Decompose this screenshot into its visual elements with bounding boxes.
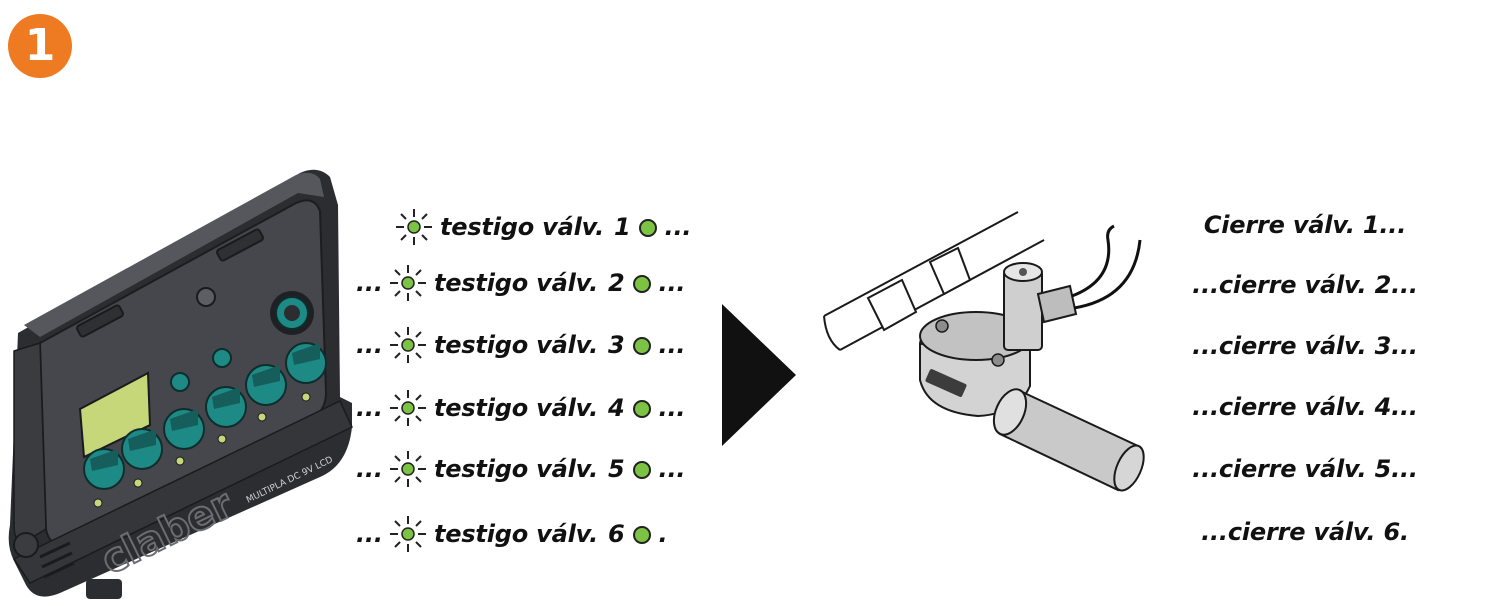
led-suffix: ... [658, 455, 686, 483]
green-led-icon [632, 461, 651, 479]
led-suffix: . [658, 520, 668, 548]
led-prefix: ... [356, 455, 383, 483]
blinking-light-icon [390, 516, 426, 552]
led-text: testigo válv. [434, 269, 599, 297]
led-text: testigo válv. [440, 213, 605, 241]
green-led-icon [632, 400, 651, 418]
led-suffix: ... [658, 269, 686, 297]
valve-number: 5 [608, 455, 625, 483]
led-suffix: ... [658, 331, 686, 359]
valve-number: 1 [614, 213, 631, 241]
right-arrow-icon [722, 304, 796, 446]
led-row: ... testigo válv. 5 ... [356, 449, 685, 489]
close-row: ...cierre válv. 2... [1192, 271, 1418, 299]
led-prefix: ... [356, 520, 383, 548]
led-row: ... testigo válv. 3 ... [356, 325, 685, 365]
close-row: ...cierre válv. 3... [1192, 332, 1418, 360]
led-suffix: ... [664, 213, 692, 241]
led-row: testigo válv. 1 ... [362, 207, 691, 247]
led-row: ... testigo válv. 4 ... [356, 388, 685, 428]
green-led-icon [632, 337, 651, 355]
valve-number: 2 [608, 269, 625, 297]
valve-number: 3 [608, 331, 625, 359]
green-led-icon [632, 275, 651, 293]
blinking-light-icon [390, 265, 426, 301]
step-number: 1 [24, 19, 56, 71]
led-prefix: ... [356, 331, 383, 359]
close-row: ...cierre válv. 5... [1192, 455, 1418, 483]
valve-number: 4 [608, 394, 625, 422]
blinking-light-icon [396, 209, 432, 245]
led-prefix: ... [356, 394, 383, 422]
solenoid-valve-illustration [823, 211, 1145, 492]
close-row: ...cierre válv. 4... [1192, 393, 1418, 421]
led-prefix: ... [356, 269, 383, 297]
green-led-icon [638, 219, 657, 237]
led-text: testigo válv. [434, 331, 599, 359]
green-led-icon [632, 526, 651, 544]
close-row: Cierre válv. 1... [1203, 211, 1407, 239]
blinking-light-icon [390, 451, 426, 487]
led-text: testigo válv. [434, 455, 599, 483]
valve-number: 6 [608, 520, 625, 548]
led-text: testigo válv. [434, 520, 599, 548]
close-row: ...cierre válv. 6. [1201, 518, 1409, 546]
controller-device-illustration: claber MULTIPLA DC 9V LCD [8, 169, 353, 599]
led-text: testigo válv. [434, 394, 599, 422]
blinking-light-icon [390, 390, 426, 426]
led-row: ... testigo válv. 6 . [356, 514, 668, 554]
blinking-light-icon [390, 327, 426, 363]
step-number-badge: 1 [8, 14, 72, 78]
led-suffix: ... [658, 394, 686, 422]
led-row: ... testigo válv. 2 ... [356, 263, 685, 303]
top-hole-icon [196, 287, 216, 307]
